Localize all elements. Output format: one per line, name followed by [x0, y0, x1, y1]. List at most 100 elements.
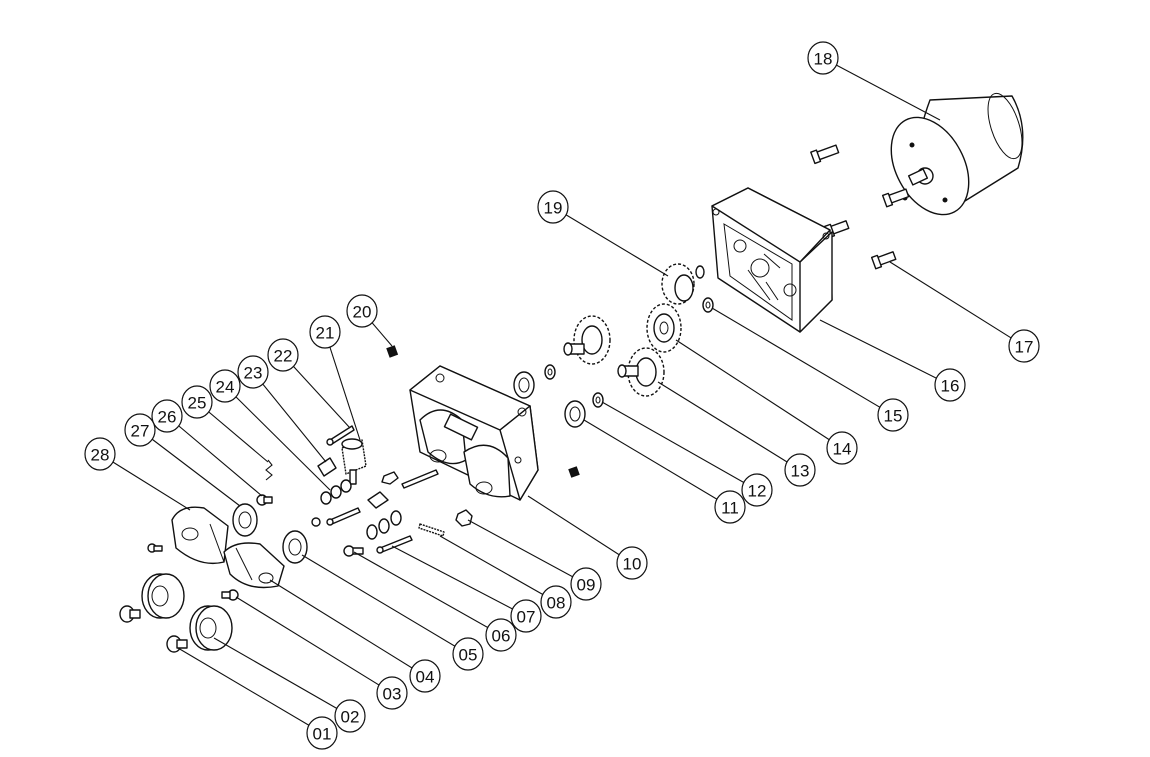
leader-line-19 — [552, 206, 669, 277]
callout-label-02: 02 — [341, 708, 360, 727]
callout-07: 07 — [391, 545, 542, 633]
housing-10 — [409, 365, 539, 501]
callout-circle-19 — [537, 190, 569, 224]
leader-line-05 — [301, 554, 469, 655]
callout-13: 13 — [657, 381, 816, 487]
leader-line-21 — [324, 331, 361, 441]
leader-line-07 — [391, 545, 527, 617]
callout-28: 28 — [84, 437, 191, 511]
callout-circle-03 — [376, 676, 408, 710]
arm-28 — [171, 506, 229, 565]
callout-circle-02 — [334, 699, 366, 733]
callout-label-09: 09 — [577, 576, 596, 595]
callout-circle-09 — [570, 567, 602, 601]
callout-circle-20 — [346, 294, 378, 328]
leader-line-16 — [819, 319, 951, 386]
bearing-27 — [232, 503, 258, 537]
callout-circle-24 — [209, 369, 241, 403]
callout-18: 18 — [807, 41, 941, 121]
callout-label-07: 07 — [517, 608, 536, 627]
callout-21: 21 — [309, 315, 361, 441]
leader-line-28 — [99, 453, 191, 511]
leader-line-15 — [711, 307, 894, 416]
callout-circle-22 — [267, 338, 299, 372]
callout-circle-05 — [452, 637, 484, 671]
callout-circle-11 — [714, 490, 746, 524]
pin-long — [381, 469, 439, 489]
callout-circle-04 — [409, 659, 441, 693]
callout-circle-28 — [84, 437, 116, 471]
leader-line-24 — [224, 385, 331, 491]
callout-circle-08 — [540, 585, 572, 619]
callout-16: 16 — [819, 319, 966, 402]
callout-label-18: 18 — [814, 50, 833, 69]
callout-label-17: 17 — [1015, 338, 1034, 357]
screw-06 — [343, 545, 364, 557]
callout-12: 12 — [601, 401, 773, 507]
leader-line-10 — [527, 495, 633, 564]
nut-09 — [455, 509, 473, 527]
callout-label-03: 03 — [383, 685, 402, 704]
rod-08 — [418, 523, 445, 537]
callout-02: 02 — [213, 637, 366, 733]
spacer-mid — [367, 491, 389, 509]
gear-19 — [661, 263, 705, 305]
pin-mid — [326, 507, 361, 526]
leader-line-11 — [583, 419, 731, 508]
leader-line-09 — [467, 519, 587, 585]
leader-line-02 — [213, 637, 351, 717]
callout-label-16: 16 — [941, 377, 960, 396]
callout-label-05: 05 — [459, 646, 478, 665]
washers-mid — [366, 510, 402, 540]
leader-line-08 — [439, 535, 557, 603]
nut-small — [568, 466, 580, 478]
callout-circle-26 — [151, 399, 183, 433]
leader-line-23 — [252, 371, 327, 463]
callout-circle-01 — [306, 716, 338, 750]
roller-02 — [141, 573, 233, 651]
arm-04 — [223, 542, 285, 589]
callout-24: 24 — [209, 369, 331, 491]
callout-22: 22 — [267, 338, 351, 429]
callout-01: 01 — [177, 647, 338, 750]
callout-circle-07 — [510, 599, 542, 633]
leader-line-04 — [269, 579, 426, 677]
leader-line-27 — [139, 429, 241, 507]
callout-circle-21 — [309, 315, 341, 349]
callout-11: 11 — [583, 419, 746, 524]
callout-label-10: 10 — [623, 555, 642, 574]
leader-line-18 — [822, 57, 941, 121]
callout-27: 27 — [124, 413, 241, 507]
callout-08: 08 — [439, 535, 572, 619]
gear-14 — [646, 303, 682, 353]
callout-05: 05 — [301, 554, 484, 671]
leader-line-12 — [601, 401, 758, 491]
leader-line-14 — [675, 339, 843, 449]
callout-19: 19 — [537, 190, 669, 277]
callout-circle-06 — [485, 618, 517, 652]
callout-circle-23 — [237, 355, 269, 389]
callout-20: 20 — [346, 294, 393, 347]
callout-09: 09 — [467, 519, 602, 601]
callout-14: 14 — [675, 339, 858, 465]
callout-circle-14 — [826, 431, 858, 465]
washer-12 — [544, 364, 604, 408]
callout-10: 10 — [527, 495, 648, 580]
gear-large — [563, 315, 611, 365]
callout-circle-12 — [741, 473, 773, 507]
callout-label-19: 19 — [544, 199, 563, 218]
callout-circle-10 — [616, 546, 648, 580]
callout-circle-18 — [807, 41, 839, 75]
callout-label-23: 23 — [244, 364, 263, 383]
callout-23: 23 — [237, 355, 327, 463]
callout-circle-17 — [1008, 329, 1040, 363]
callout-circle-13 — [784, 453, 816, 487]
callout-label-24: 24 — [216, 378, 235, 397]
leader-line-26 — [166, 415, 263, 497]
gear-13 — [617, 347, 665, 397]
callout-label-20: 20 — [353, 303, 372, 322]
leader-line-17 — [889, 261, 1025, 347]
callout-label-11: 11 — [721, 499, 739, 518]
callout-circle-15 — [877, 398, 909, 432]
